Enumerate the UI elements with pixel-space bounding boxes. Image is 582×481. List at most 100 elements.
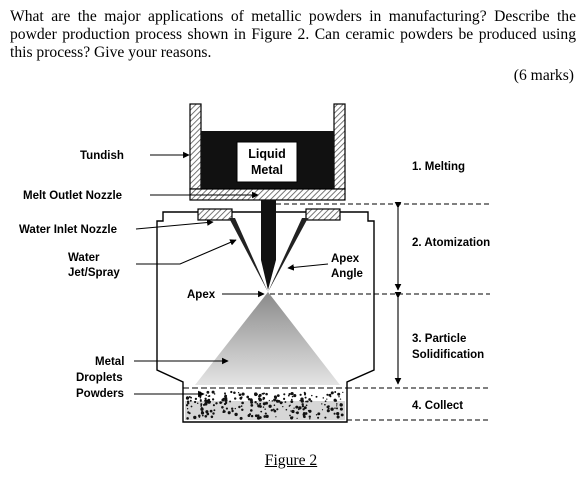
powder-particle [324,416,327,419]
powder-particle [262,406,265,408]
label-apex-angle-2: Angle [331,268,363,280]
powder-particle [308,415,311,418]
powder-particle [340,413,344,417]
water-inlet-nozzles [197,208,341,221]
powder-particle [265,401,268,405]
label-metal-3: Powders [76,388,124,400]
powder-particle [334,407,336,409]
powder-particle [342,391,344,394]
powder-particle [322,397,325,399]
powder-particle [339,398,342,400]
powder-particle [273,404,276,406]
powder-particle [234,407,236,410]
powder-particle [337,392,341,396]
powder-particle [211,398,215,401]
powder-particle [209,400,212,403]
powder-particle [293,407,295,409]
powder-particle [315,395,318,398]
liquid-metal-label-2: Metal [251,163,283,177]
powder-particle [290,410,292,412]
powder-particle [234,397,237,400]
powder-particle [303,391,306,394]
label-apex: Apex [187,289,216,301]
powder-particle [194,397,198,401]
powder-particle [336,411,340,416]
label-melt-outlet-nozzle: Melt Outlet Nozzle [23,190,122,202]
powder-particle [241,401,244,405]
powder-particle [326,405,329,409]
powder-particle [273,395,277,399]
powder-particle [275,399,277,401]
powder-particle [186,417,189,420]
powder-particle [258,398,262,402]
powder-particle [301,403,304,406]
powder-particle [334,391,337,393]
powder-particle [187,402,190,405]
powder-particle [261,393,264,395]
powder-particle [196,402,199,405]
label-metal-2: Droplets [76,372,123,384]
powder-particle [188,412,191,415]
stage-solidification-2: Solidification [412,349,484,361]
powder-particle [315,414,318,416]
powder-particle [200,407,204,411]
powder-particle [202,403,206,406]
powder-particle [205,394,208,397]
powder-particle [186,407,189,410]
figure-caption: Figure 2 [0,452,582,470]
powder-particle [226,407,228,410]
powder-particle [275,399,280,403]
powder-particle [259,402,262,405]
powder-particle [199,396,202,399]
powder-particle [283,397,286,400]
powder-particle [290,400,294,404]
powder-particle [304,412,308,415]
powder-particle [273,398,277,402]
powder-particle [299,393,302,396]
powder-particle [254,401,257,404]
powder-particle [212,404,215,407]
powder-particle [333,412,336,415]
stage-solidification-1: 3. Particle [412,333,466,345]
powder-particle [193,400,197,404]
powder-particle [265,392,268,396]
powder-particle [215,402,218,405]
powder-particle [285,408,288,411]
powder-particle [234,412,238,417]
powder-particle [238,405,241,409]
powder-particle [188,395,191,398]
powder-particle [200,403,203,406]
label-tundish: Tundish [80,150,124,162]
powder-particle [205,410,209,414]
powder-particle [213,409,216,412]
powder-particle [324,400,327,403]
powder-particle [200,400,202,403]
powder-particle [281,401,283,404]
powder-particle [231,407,234,410]
powder-particle [219,401,222,404]
powder-particle [288,392,291,396]
powder-particle [283,393,286,396]
powder-particle [301,405,305,408]
powder-particle [304,393,306,396]
powder-particle [263,415,267,418]
powder-bed [183,387,347,420]
powder-particle [303,406,307,410]
powder-particle [258,395,261,398]
powder-particle [258,416,262,419]
powder-particle [250,400,254,404]
powder-particle [299,399,301,402]
powder-particle [271,400,274,402]
powder-particle [209,409,213,413]
powder-particle [336,405,338,407]
powder-particle [296,411,299,415]
powder-particle [206,390,210,394]
stage-melting: 1. Melting [412,161,465,173]
powder-particle [250,414,254,418]
powder-particle [204,397,207,400]
powder-particle [259,405,262,408]
water-jet-right [268,218,308,292]
powder-particle [230,390,233,394]
powder-particle [321,409,324,411]
